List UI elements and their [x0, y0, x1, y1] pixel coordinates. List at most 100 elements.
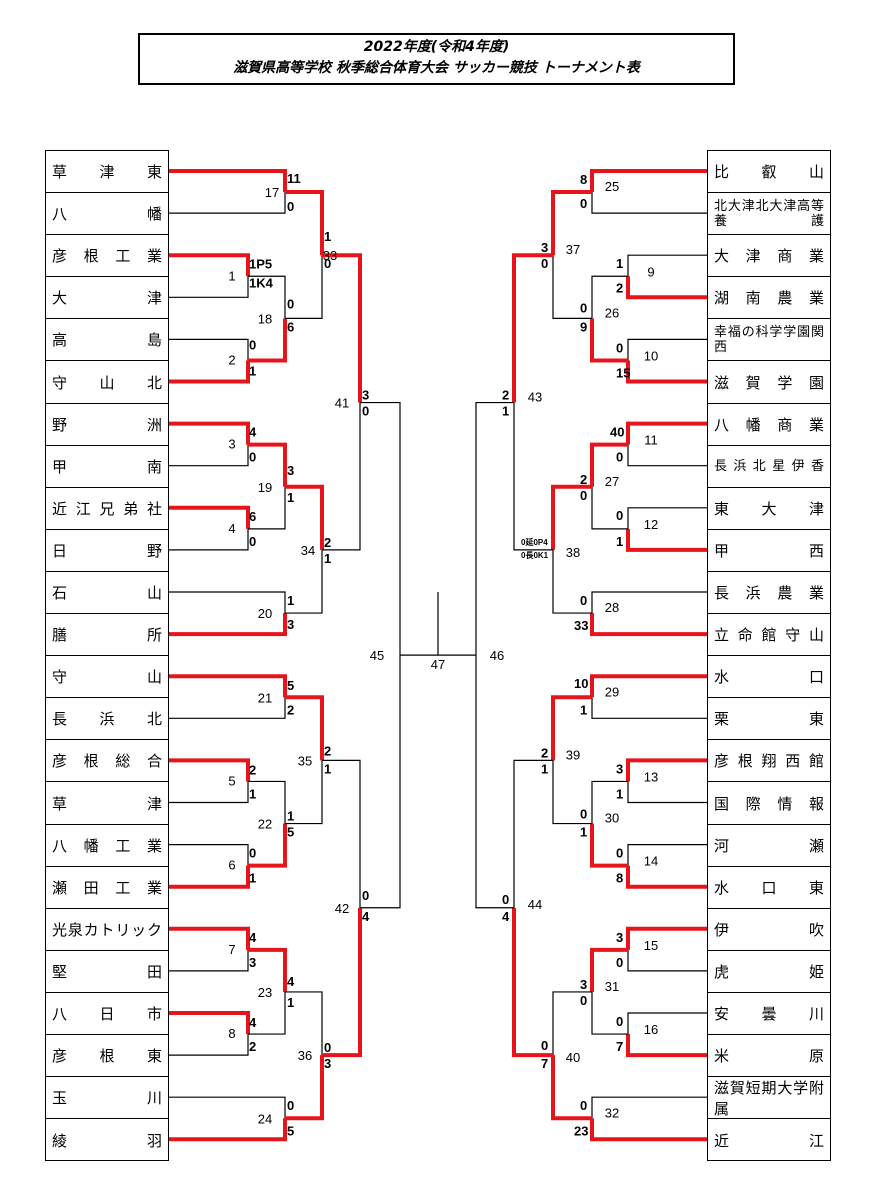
winner-path: [169, 253, 250, 277]
tournament-title: 2022年度(令和4年度) 滋賀県高等学校 秋季総合体育大会 サッカー競技 トー…: [138, 33, 735, 85]
score: 1: [580, 825, 587, 840]
match-number: 18: [258, 311, 272, 326]
bracket-line: [591, 192, 707, 214]
score: 3: [541, 240, 548, 255]
winner-path: [626, 865, 707, 889]
team-name: 湖南農業: [708, 277, 830, 320]
match-number: 33: [323, 248, 337, 263]
bracket-line: [627, 1012, 707, 1035]
winner-path: [169, 926, 250, 950]
score: 1: [580, 702, 587, 717]
team-name: 滋賀短期大学附属: [708, 1077, 830, 1120]
bracket-line: [169, 697, 286, 719]
bracket-line: [627, 444, 707, 467]
match-number: 3: [228, 437, 235, 452]
match-number: 25: [605, 179, 619, 194]
score: 2: [580, 472, 587, 487]
score: 0: [580, 488, 587, 503]
score: 1: [541, 761, 548, 776]
bracket-line: [475, 655, 514, 909]
team-name: 長浜北星伊香: [708, 446, 830, 488]
bracket-line: [285, 549, 323, 614]
score: 5: [287, 678, 294, 693]
match-number: 24: [258, 1111, 272, 1126]
winner-path: [169, 505, 250, 529]
winner-path: [590, 318, 628, 363]
score: 0: [616, 340, 623, 355]
score: 1: [616, 534, 623, 549]
winner-path: [285, 1055, 324, 1121]
score: 0長0K1: [521, 551, 549, 560]
match-number: 16: [644, 1022, 658, 1037]
match-number: 46: [490, 648, 504, 663]
team-name: 幸福の科学学園関西: [708, 319, 830, 362]
team-name: 綾羽: [52, 1131, 162, 1150]
score: 1: [287, 809, 294, 824]
bracket-line: [248, 275, 286, 319]
bracket-line: [627, 338, 707, 361]
bracket-line: [552, 760, 592, 825]
winner-path: [285, 484, 324, 550]
team-name: 彦根工業: [46, 235, 168, 278]
winner-path: [590, 823, 628, 868]
match-number: 14: [644, 854, 658, 869]
score: 3: [287, 463, 294, 478]
bracket-line: [169, 444, 249, 467]
score: 0: [287, 296, 294, 311]
score: 0: [616, 450, 623, 465]
left-team-list: 草津東八幡彦根工業大津高島守山北野洲甲南近江兄弟社日野石山膳所守山長浜北彦根総合…: [45, 150, 169, 1161]
team-name: 水口: [708, 656, 830, 699]
match-number: 15: [644, 938, 658, 953]
winner-path: [248, 823, 287, 868]
score: 1: [324, 229, 331, 244]
score: 1: [287, 593, 294, 608]
score: 23: [574, 1123, 588, 1138]
bracket-line: [591, 780, 628, 824]
bracket-line: [552, 549, 592, 614]
winner-path: [248, 318, 287, 363]
bracket-line: [169, 843, 249, 866]
team-name: 米原: [708, 1035, 830, 1078]
winner-path: [322, 907, 362, 1058]
bracket-line: [322, 402, 361, 551]
score: 6: [287, 319, 294, 334]
winner-path: [590, 674, 707, 698]
score: 0: [249, 450, 256, 465]
winner-path: [551, 484, 592, 550]
bracket-line: [169, 1096, 286, 1119]
score: 8: [616, 871, 623, 886]
match-number: 38: [566, 545, 580, 560]
bracket-line: [513, 759, 553, 908]
team-name: 彦根総合: [46, 740, 168, 783]
winner-path: [590, 169, 707, 193]
score: 8: [580, 172, 587, 187]
score: 0: [616, 846, 623, 861]
match-number: 22: [258, 817, 272, 832]
team-name: 光泉カトリック: [46, 909, 168, 951]
bracket-line: [285, 991, 323, 1056]
score: 0: [249, 337, 256, 352]
match-number: 4: [228, 521, 235, 536]
winner-path: [285, 695, 324, 761]
match-number: 5: [228, 773, 235, 788]
score: 2: [287, 702, 294, 717]
match-number: 27: [605, 474, 619, 489]
score: 5: [287, 825, 294, 840]
score: 3: [616, 930, 623, 945]
bracket-line: [169, 338, 249, 361]
bracket-line: [248, 991, 286, 1035]
winner-path: [169, 758, 250, 782]
match-number: 9: [647, 264, 654, 279]
score: 4: [249, 1015, 257, 1030]
bracket-line: [169, 192, 286, 214]
winner-path: [626, 528, 707, 552]
score: 1: [502, 404, 509, 419]
score: 2: [502, 388, 509, 403]
match-number: 17: [265, 185, 279, 200]
score: 4: [249, 930, 257, 945]
score: 6: [249, 509, 256, 524]
score: 1K4: [249, 275, 274, 290]
match-number: 41: [335, 396, 349, 411]
score: 0: [362, 404, 369, 419]
team-name: 近江: [714, 1131, 824, 1150]
